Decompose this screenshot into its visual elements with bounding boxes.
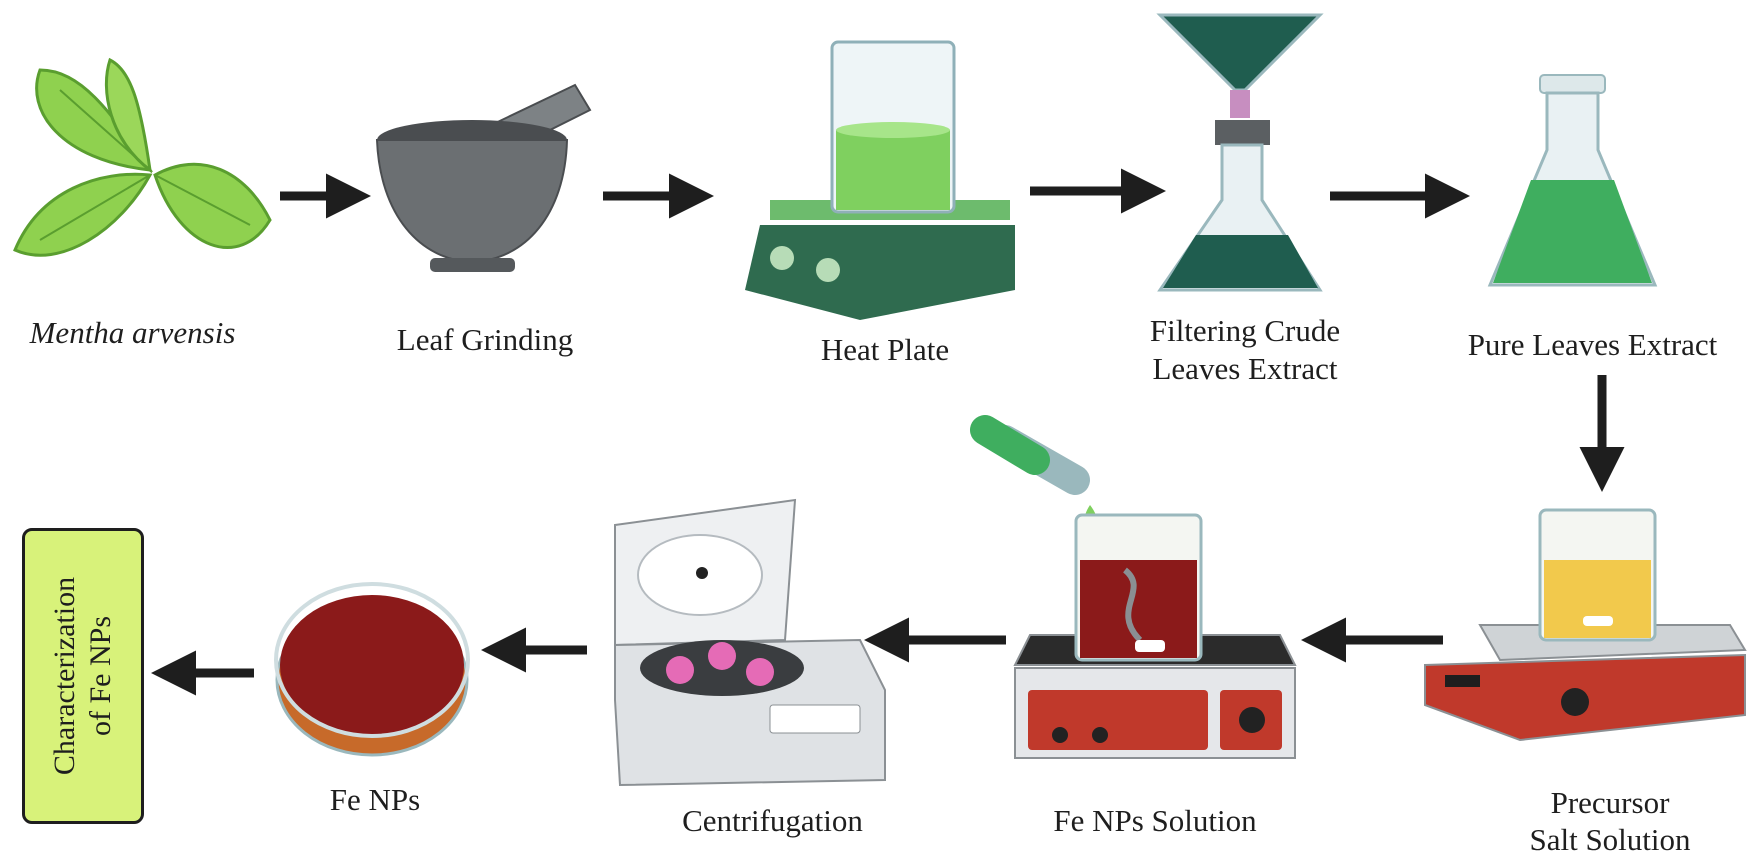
filter-flask-icon [1156,13,1324,292]
petri-dish-icon [274,582,470,757]
fe-solution-hot-plate-icon [970,415,1297,759]
precursor-hot-plate-icon [1424,508,1747,742]
label-centrifugation: Centrifugation [682,803,863,838]
label-fe-nps: Fe NPs [329,782,421,817]
centrifuge-icon [614,498,886,787]
characterization-box: Characterization of Fe NPs [22,528,144,824]
label-precursor-line2: Salt Solution [1529,822,1691,857]
mentha-leaf-icon [13,57,272,257]
hot-plate-icon [745,40,1015,320]
erlenmeyer-flask-icon [1487,74,1658,287]
characterization-line1: Characterization [48,576,81,776]
label-leaf-grinding: Leaf Grinding [396,322,574,357]
label-precursor-line1: Precursor [1550,785,1670,820]
characterization-line2: of Fe NPs [84,616,117,737]
label-fe-solution: Fe NPs Solution [1053,803,1257,838]
mortar-pestle-icon [375,83,592,272]
label-pure-extract: Pure Leaves Extract [1467,327,1718,362]
flow-arrows [151,168,1625,696]
label-heat-plate: Heat Plate [820,332,950,367]
label-filtering-line2: Leaves Extract [1152,351,1338,386]
characterization-text: Characterization of Fe NPs [47,526,119,826]
label-mentha: Mentha arvensis [29,315,236,350]
label-filtering-line1: Filtering Crude [1149,313,1341,348]
